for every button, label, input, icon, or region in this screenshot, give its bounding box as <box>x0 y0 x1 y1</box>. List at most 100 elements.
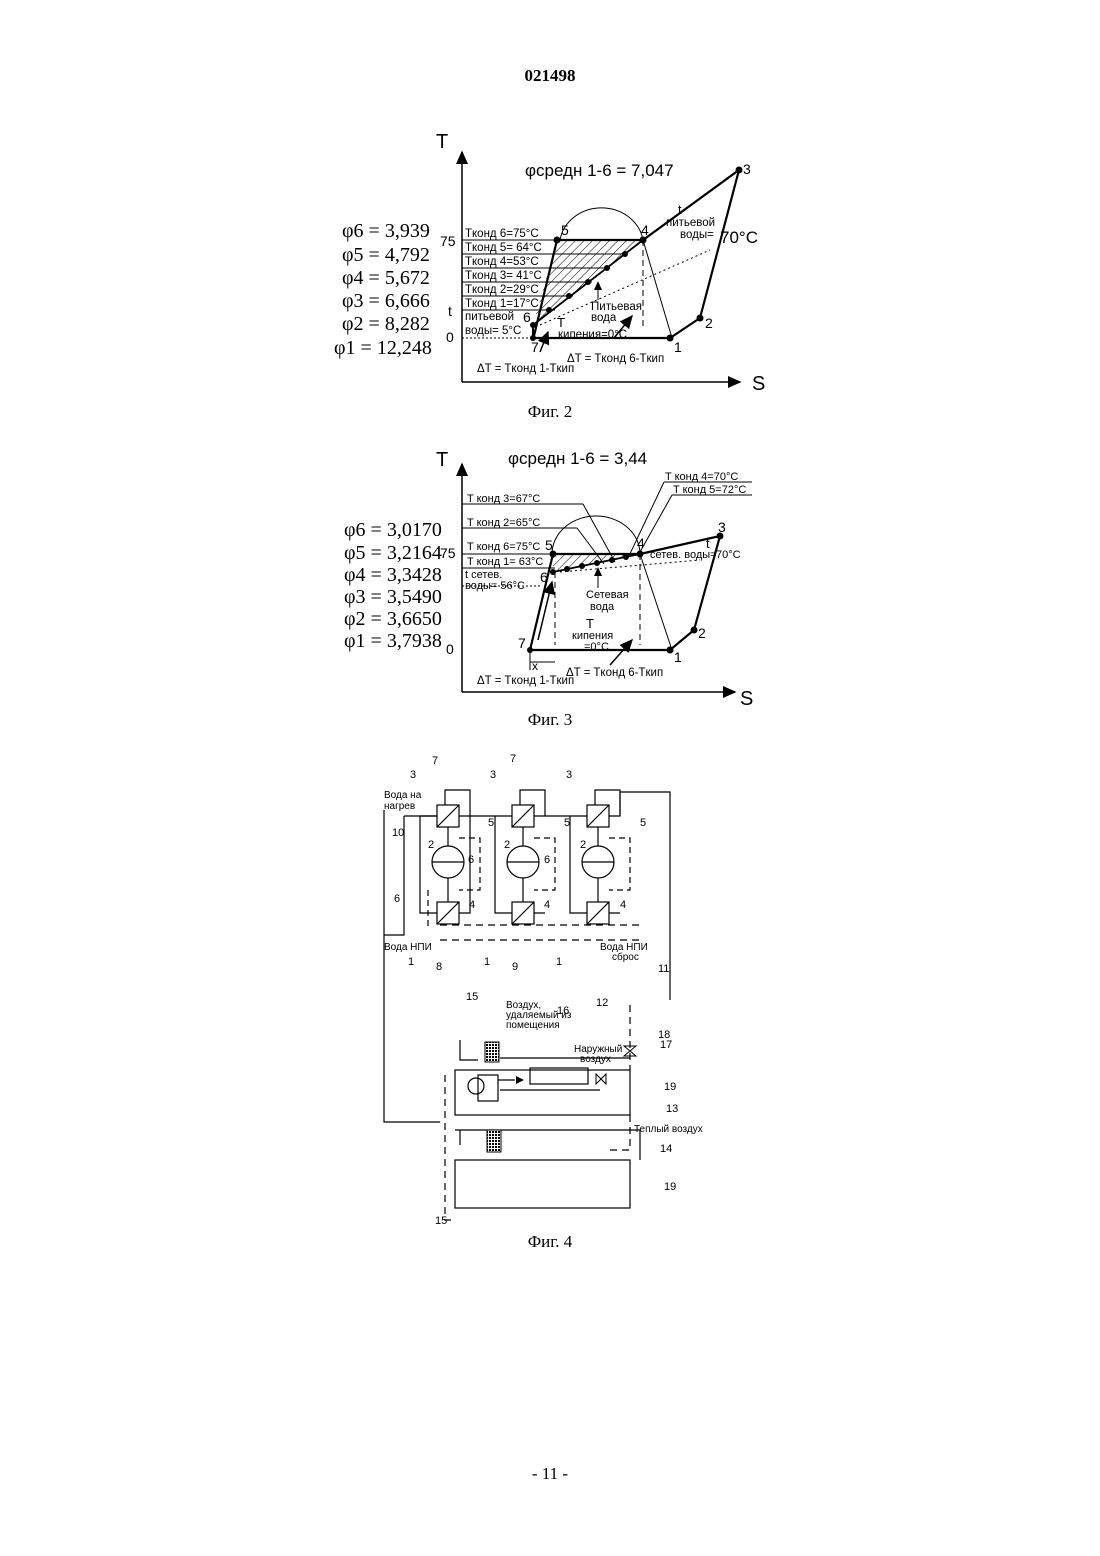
ref-15a: 15 <box>466 991 478 1003</box>
point-7: 7 <box>518 635 526 651</box>
water-npi-out-2: сброс <box>612 951 639 963</box>
water-heat-2: нагрев <box>384 801 415 812</box>
y-75: 75 <box>440 233 456 249</box>
dt-right: ΔT = Tконд 6-Tкип <box>567 353 664 365</box>
water-heat-1: Вода на <box>384 790 422 801</box>
outdoor-air-2: воздух <box>580 1054 611 1065</box>
valve-16 <box>516 1076 524 1084</box>
phi-4: φ4 = 3,3428 <box>344 564 442 586</box>
point-2: 2 <box>705 315 713 331</box>
phi-2: φ2 = 8,282 <box>342 313 430 335</box>
page-number: - 11 - <box>0 1464 1100 1484</box>
phi-5: φ5 = 4,792 <box>342 244 430 266</box>
water-in-2: воды= 5°C <box>465 325 521 337</box>
water-out-1: питьевой <box>666 217 715 229</box>
y-75: 75 <box>440 545 456 561</box>
water-npi: Вода НПИ <box>384 942 432 953</box>
point-3: 3 <box>743 161 751 177</box>
dome-right-leg <box>643 240 672 338</box>
cond-label-3: T конд 3=67°C <box>467 493 540 505</box>
ref-19b: 19 <box>664 1181 676 1193</box>
phi-1: φ1 = 3,7938 <box>344 630 442 652</box>
exhaust-air-3: помещения <box>506 1020 560 1031</box>
point-5: 5 <box>561 222 569 238</box>
filter-15-upper <box>485 1042 499 1062</box>
phi-6: φ6 = 3,0170 <box>344 519 442 541</box>
point-6: 6 <box>540 569 548 585</box>
patent-number: 021498 <box>0 66 1100 86</box>
cond-label-5: Tконд 5= 64°C <box>465 242 542 254</box>
ref-10: 10 <box>392 827 404 839</box>
fig2-caption: Фиг. 2 <box>0 402 1100 422</box>
ref-5c: 5 <box>640 817 646 829</box>
point-1: 1 <box>674 339 682 355</box>
point-4: 4 <box>641 222 649 238</box>
water-out-3: 70°C <box>720 228 758 247</box>
dt-right: ΔT = Tконд 6-Tкип <box>566 667 663 679</box>
net-water-1: Сетевая <box>586 589 629 601</box>
ref-12: 12 <box>596 997 608 1009</box>
point-5: 5 <box>545 537 553 553</box>
cond-label-1: Tконд 1=17°C <box>465 298 539 310</box>
cond-label-4: Tконд 4=53°C <box>465 256 539 268</box>
ref-3a: 3 <box>410 769 416 781</box>
ref-16: 16 <box>557 1005 569 1017</box>
phi-5: φ5 = 3,2164 <box>344 542 442 564</box>
filter-15-lower <box>487 1130 501 1152</box>
net-water-2: вода <box>590 601 615 613</box>
warm-air: Теплый воздух <box>634 1124 703 1135</box>
ref-1c: 1 <box>556 956 562 968</box>
fig3-caption: Фиг. 3 <box>0 710 1100 730</box>
ref-6b: 6 <box>544 854 550 866</box>
cond-label-4: T конд 4=70°C <box>665 471 738 483</box>
cond-label-1: T конд 1= 63°C <box>467 556 543 568</box>
water-out-2: 70°C <box>716 549 741 561</box>
dt-left: ΔT = Tконд 1-Tкип <box>477 363 574 375</box>
phi-6: φ6 = 3,939 <box>342 220 430 242</box>
t-boil-1: T <box>586 616 594 631</box>
phi-2: φ2 = 3,6650 <box>344 608 442 630</box>
phi-1: φ1 = 12,248 <box>334 337 432 359</box>
phi-3: φ3 = 6,666 <box>342 290 430 312</box>
ref-8: 8 <box>436 961 442 973</box>
t-boil-3: =0°C <box>584 641 609 653</box>
ref-3c: 3 <box>566 769 572 781</box>
water-out-2: воды= <box>680 229 714 241</box>
phi-3: φ3 = 3,5490 <box>344 586 442 608</box>
ref-2b: 2 <box>504 839 510 851</box>
water-in-2: воды= 56°C <box>465 580 525 592</box>
ref-14: 14 <box>660 1143 672 1155</box>
ref-2c: 2 <box>580 839 586 851</box>
y-0: 0 <box>446 329 454 345</box>
ref-6c: 6 <box>394 893 400 905</box>
s-axis-label: S <box>740 688 753 710</box>
ref-1a: 1 <box>408 956 414 968</box>
cond-label-5: T конд 5=72°C <box>673 484 746 496</box>
ref-11: 11 <box>658 963 669 975</box>
phi-average: φсредн 1-6 = 7,047 <box>525 161 674 180</box>
ref-9: 9 <box>512 961 518 973</box>
t-axis-label: T <box>436 131 448 153</box>
ref-7a: 7 <box>432 755 438 767</box>
ref-1b: 1 <box>484 956 490 968</box>
room-19-lower <box>455 1160 630 1208</box>
water-out-1: сетев. воды= <box>650 549 717 561</box>
figure-3-ts-diagram: T S φсредн 1-6 = 3,44 1 2 3 4 5 6 7 75 0… <box>0 440 1100 720</box>
water-in-1: питьевой <box>465 311 514 323</box>
point-4: 4 <box>637 535 645 551</box>
ref-4a: 4 <box>469 899 475 911</box>
saturation-dome <box>560 208 643 240</box>
y-t: t <box>448 303 452 319</box>
ref-17: 17 <box>660 1039 672 1051</box>
point-7: 7 <box>531 339 539 355</box>
cond-label-6: Tконд 6=75°C <box>465 228 539 240</box>
water-out-t: t <box>678 202 682 217</box>
ref-19a: 19 <box>664 1081 676 1093</box>
ref-2a: 2 <box>428 839 434 851</box>
ref-15b: 15 <box>435 1215 447 1227</box>
figure-4-scheme: Вода на нагрев Вода НПИ Вода НПИ сброс В… <box>0 750 1100 1230</box>
cond-label-3: Tконд 3= 41°C <box>465 270 542 282</box>
ref-5b: 5 <box>564 817 570 829</box>
ref-7b: 7 <box>510 753 516 765</box>
saturation-dome <box>552 516 640 554</box>
